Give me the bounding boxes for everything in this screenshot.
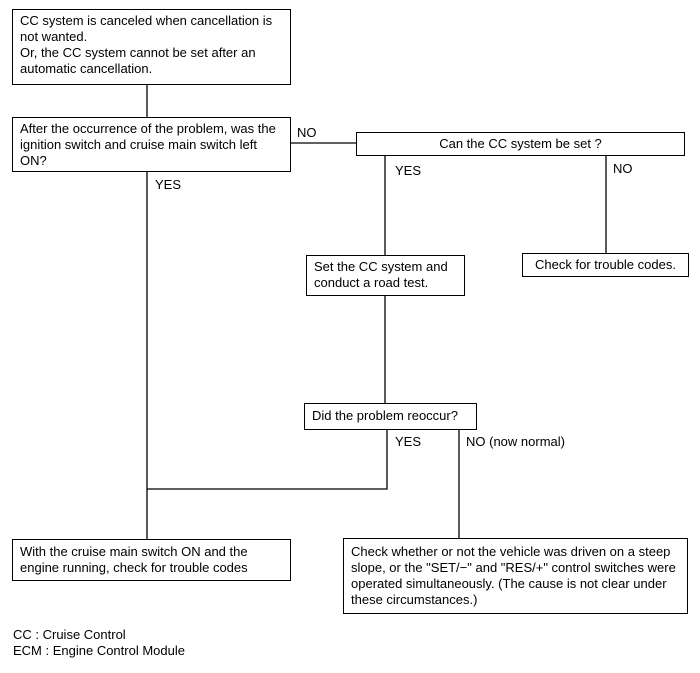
set-and-road-test-box: Set the CC system and conduct a road tes… — [306, 255, 465, 296]
can-set-question-box: Can the CC system be set ? — [356, 132, 685, 156]
legend-cc: CC : Cruise Control — [13, 627, 126, 642]
steep-slope-check-box: Check whether or not the vehicle was dri… — [343, 538, 688, 614]
check-trouble-codes-box: Check for trouble codes. — [522, 253, 689, 277]
reoccur-yes-label: YES — [395, 434, 422, 449]
ignition-switch-question-box: After the occurrence of the problem, was… — [12, 117, 291, 172]
can-set-no-label: NO — [613, 161, 633, 176]
reoccur-no-label: NO (now normal) — [466, 434, 565, 449]
problem-reoccur-question-box: Did the problem reoccur? — [304, 403, 477, 430]
connector-reoccur-yes — [147, 429, 388, 490]
start-condition-box: CC system is canceled when cancellation … — [12, 9, 291, 85]
legend-ecm: ECM : Engine Control Module — [13, 643, 185, 658]
can-set-yes-label: YES — [395, 163, 422, 178]
ignition-no-label: NO — [297, 125, 317, 140]
engine-running-check-codes-box: With the cruise main switch ON and the e… — [12, 539, 291, 581]
ignition-yes-label: YES — [155, 177, 182, 192]
